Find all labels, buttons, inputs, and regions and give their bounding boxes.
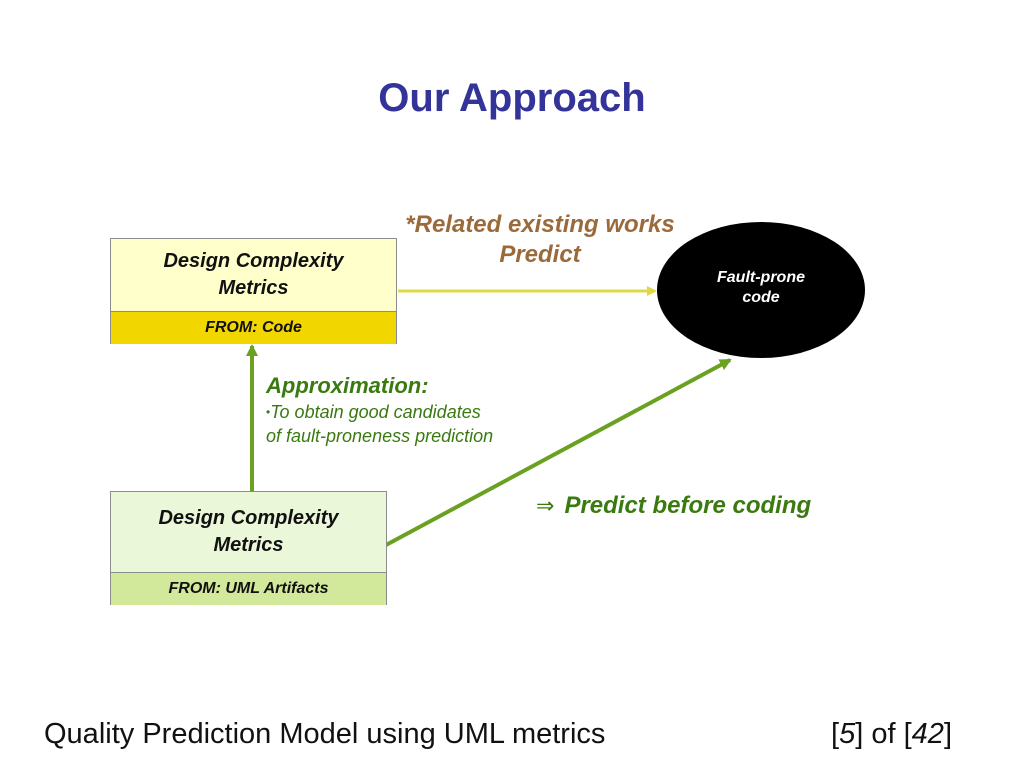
fault-prone-code-ellipse: Fault-prone code xyxy=(657,222,865,358)
bullet-icon: • xyxy=(266,405,271,419)
code-metrics-box: Design Complexity Metrics FROM: Code xyxy=(110,238,397,344)
code-metrics-source: FROM: Code xyxy=(111,311,396,344)
code-metrics-line2: Metrics xyxy=(218,277,289,299)
code-metrics-title: Design Complexity Metrics xyxy=(111,239,396,311)
uml-metrics-line1: Design Complexity xyxy=(158,507,339,529)
slide-title: Our Approach xyxy=(378,76,646,120)
page-current: 5 xyxy=(839,718,856,750)
page-total-bracket-close: ] xyxy=(943,718,952,750)
related-predict-line: Predict xyxy=(499,241,581,268)
predict-before-text: Predict before coding xyxy=(564,492,812,519)
approximation-text2: of fault-proneness prediction xyxy=(266,426,494,446)
uml-metrics-source: FROM: UML Artifacts xyxy=(111,572,386,605)
arrow-uml-to-fault xyxy=(385,358,732,547)
approximation-heading: Approximation: xyxy=(266,373,429,398)
page-indicator: [5] of [42] xyxy=(0,718,952,751)
uml-metrics-title: Design Complexity Metrics xyxy=(111,492,386,572)
page-bracket-open: [ xyxy=(831,718,840,750)
footer-title: Quality Prediction Model using UML metri… xyxy=(44,718,606,750)
uml-metrics-line2: Metrics xyxy=(213,534,284,556)
approximation-text1: To obtain good candidates xyxy=(270,402,481,422)
predict-before-coding: ⇒ Predict before coding xyxy=(536,492,876,520)
approximation-note: Approximation: •To obtain good candidate… xyxy=(266,372,586,448)
fault-prone-code-label: Fault-prone code xyxy=(686,268,836,308)
approximation-bullet-line1: •To obtain good candidates xyxy=(266,400,586,424)
page-of: of xyxy=(863,718,904,750)
uml-metrics-box: Design Complexity Metrics FROM: UML Arti… xyxy=(110,491,387,605)
page-bracket-close: ] xyxy=(855,718,864,750)
fault-prone-line1: Fault-prone xyxy=(717,269,805,286)
related-works-line: *Related existing works xyxy=(405,211,675,238)
implies-icon: ⇒ xyxy=(536,493,555,518)
page-total: 42 xyxy=(911,718,944,750)
fault-prone-line2: code xyxy=(742,289,780,306)
code-metrics-line1: Design Complexity xyxy=(163,250,344,272)
related-works-label: *Related existing works Predict xyxy=(380,210,700,270)
page-total-bracket-open: [ xyxy=(903,718,912,750)
